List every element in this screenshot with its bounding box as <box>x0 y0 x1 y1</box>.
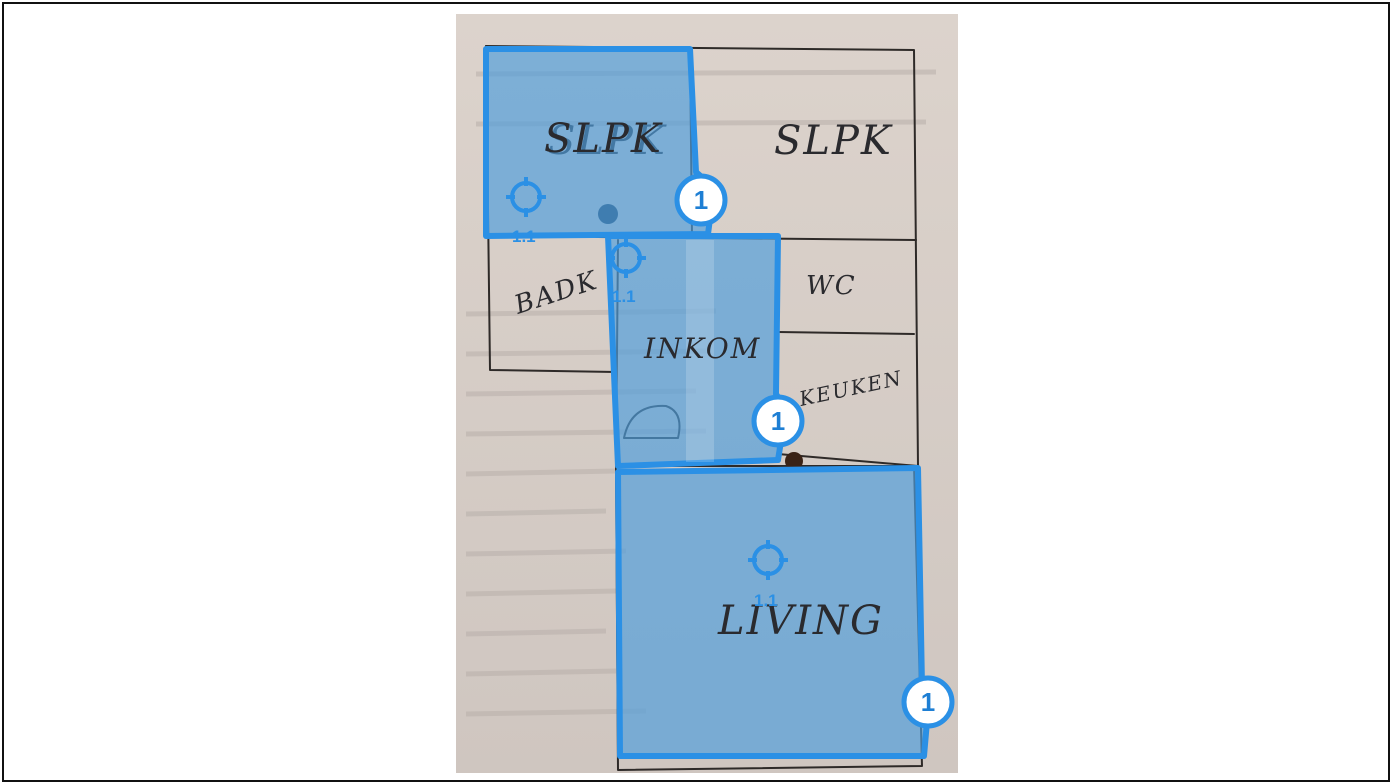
room-label-living: LIVING <box>717 598 884 644</box>
slpk-zone[interactable]: SLPK 1.1 1 <box>483 46 728 246</box>
marker-label: 1.1 <box>754 591 778 610</box>
living-zone-badge[interactable]: 1 <box>901 675 955 729</box>
room-label-slpk-zone: SLPK <box>544 116 663 162</box>
slpk-zone-badge[interactable]: 1 <box>674 173 728 227</box>
paper-print-lines <box>465 69 937 717</box>
room-label-wc: WC <box>806 271 857 301</box>
room-label-slpk-right: SLPK <box>774 118 893 164</box>
marker-label: 1.1 <box>612 287 636 306</box>
ink-dot <box>785 452 803 470</box>
room-label-inkom: INKOM <box>643 332 761 365</box>
living-zone[interactable]: LIVING 1.1 1 <box>615 465 955 759</box>
slpk-zone-marker[interactable]: 1.1 <box>506 177 546 246</box>
badge-number: 1 <box>694 185 708 215</box>
inkom-zone-marker[interactable]: 1.1 <box>606 238 646 306</box>
living-zone-marker[interactable]: 1.1 <box>748 540 788 610</box>
badge-number: 1 <box>921 687 935 717</box>
badge-number: 1 <box>771 406 785 436</box>
floorplan-canvas[interactable]: SLPK SLPK BADK WC KEUKEN SLPK 1.1 <box>456 14 958 773</box>
tape-strip <box>686 240 714 462</box>
marker-label: 1.1 <box>512 227 536 246</box>
floorplan-photo: SLPK SLPK BADK WC KEUKEN SLPK 1.1 <box>456 14 958 773</box>
inkom-zone-badge[interactable]: 1 <box>751 394 805 448</box>
inkom-zone[interactable]: INKOM 1.1 1 <box>605 233 805 469</box>
